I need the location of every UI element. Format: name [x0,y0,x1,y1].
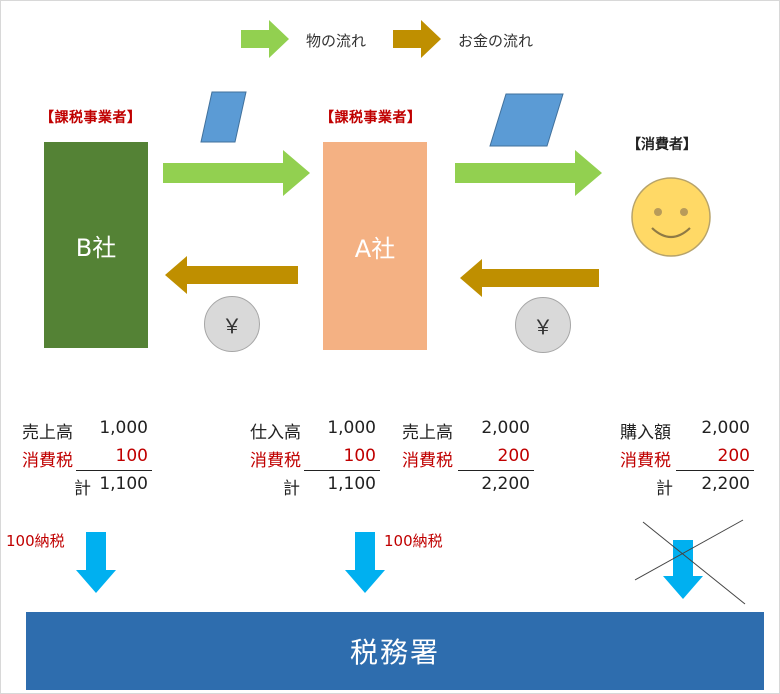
ledger-sum-rule [676,470,754,471]
a-company-tax-payment-label: 100納税 [384,532,443,550]
ledger-label-tax: 消費税 [620,451,671,471]
ledger-value-total: 2,200 [481,474,530,494]
a-company-role: 【課税事業者】 [320,110,422,126]
ledger-value-tax: 100 [115,446,148,466]
goods-flow-arrow-a-to-consumer [455,150,602,196]
ledger-consumer-purchase: 購入額 2,000 消費税 200 計 2,200 [620,418,754,500]
ledger-a-purchase: 仕入高 1,000 消費税 100 計 1,100 [250,418,380,500]
ledger-label-total: 計 [74,479,91,499]
ledger-value-total: 2,200 [701,474,750,494]
ledger-value-tax: 100 [343,446,376,466]
ledger-value-total: 1,100 [327,474,376,494]
receipt-document-icon [489,93,564,147]
ledger-sum-rule [76,470,152,471]
ledger-label-total: 計 [656,479,673,499]
legend-goods-arrow-icon [241,20,289,58]
b-company-role: 【課税事業者】 [40,110,142,126]
ledger-value-tax: 200 [717,446,750,466]
goods-flow-arrow-b-to-a [163,150,310,196]
ledger-sum-rule [304,470,380,471]
ledger-value: 1,000 [99,418,148,438]
ledger-a-sales: 売上高 2,000 消費税 200 2,200 [402,418,534,500]
yen-coin-consumer-to-a: ￥ [515,297,571,353]
ledger-value: 2,000 [481,418,530,438]
legend-money-arrow-icon [393,20,441,58]
consumer-role: 【消費者】 [627,137,697,153]
ledger-value: 1,000 [327,418,376,438]
money-flow-arrow-consumer-to-a [460,259,599,297]
ledger-label: 売上高 [22,423,73,443]
ledger-sum-rule [458,470,534,471]
ledger-label-tax: 消費税 [402,451,453,471]
smiley-face-icon [631,177,711,257]
a-company-tax-arrow-icon [345,532,385,593]
ledger-value-tax: 200 [497,446,530,466]
money-flow-arrow-a-to-b [165,256,298,294]
yen-symbol: ￥ [222,313,242,338]
ledger-label-tax: 消費税 [250,451,301,471]
ledger-label: 仕入高 [250,423,301,443]
yen-symbol: ￥ [533,314,553,339]
legend-money-label: お金の流れ [458,32,534,50]
invoice-document-icon [200,91,247,143]
ledger-label: 購入額 [620,423,671,443]
b-company-name: B社 [75,233,117,262]
tax-office-bar: 税務署 [26,612,764,690]
b-company-tax-arrow-icon [76,532,116,593]
ledger-label-tax: 消費税 [22,451,73,471]
ledger-value-total: 1,100 [99,474,148,494]
tax-office-name: 税務署 [349,636,440,669]
a-company-name: A社 [354,234,396,263]
ledger-value: 2,000 [701,418,750,438]
ledger-b-sales: 売上高 1,000 消費税 100 計 1,100 [22,418,152,500]
ledger-label-total: 計 [283,479,300,499]
ledger-label: 売上高 [402,423,453,443]
yen-coin-a-to-b: ￥ [204,296,260,352]
consumer-no-tax-arrow-crossed-icon [634,519,746,605]
a-company-box: A社 [323,142,427,350]
legend-goods-label: 物の流れ [306,32,367,50]
b-company-box: B社 [44,142,148,348]
b-company-tax-payment-label: 100納税 [6,532,65,550]
